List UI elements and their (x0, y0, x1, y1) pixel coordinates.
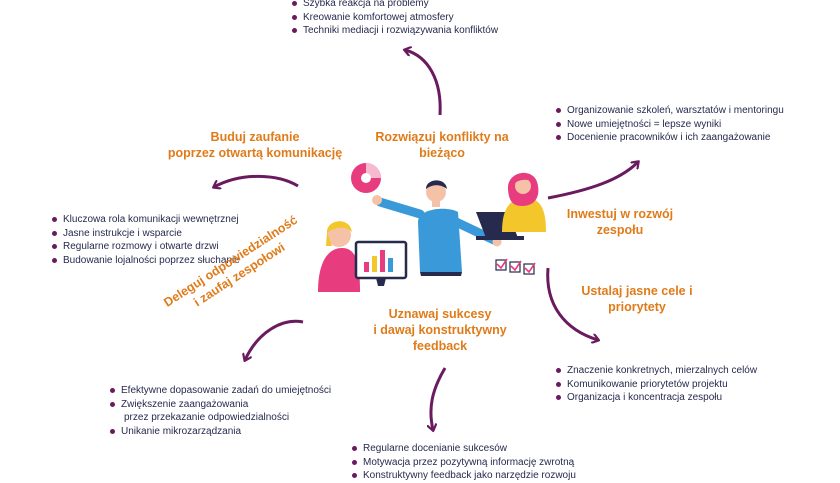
checkbox-icon (495, 258, 536, 275)
success-item: Regularne docenianie sukcesów (352, 442, 576, 456)
goals-item: Znaczenie konkretnych, mierzalnych celów (555, 365, 758, 376)
delegate-list: Efektywne dopasowanie zadań do umiejętno… (108, 384, 331, 438)
conflicts-item: Kreowanie komfortowej atmosfery (291, 11, 498, 25)
success-title-line: feedback (412, 339, 468, 353)
invest-item: Nowe umiejętności = lepsze wyniki (556, 118, 784, 132)
delegate-item: Zwiększenie zaangażowania przez przekaza… (109, 398, 331, 425)
goals-title: Ustalaj jasne cele i priorytety (562, 283, 712, 315)
arrow-to-delegate (245, 319, 304, 360)
delegate-item: Efektywne dopasowanie zadań do umiejętno… (109, 385, 332, 396)
goals-title-line: Ustalaj jasne cele i (581, 284, 693, 298)
invest-item: Organizowanie szkoleń, warsztatów i ment… (556, 105, 784, 116)
trust-item: Jasne instrukcje i wsparcie (52, 227, 240, 241)
invest-list: Organizowanie szkoleń, warsztatów i ment… (554, 104, 784, 145)
arrow-to-invest (547, 162, 638, 200)
trust-title-line: poprzez otwartą komunikację (167, 146, 343, 160)
conflicts-title-line: bieżąco (419, 146, 465, 160)
conflicts-item: Szybka reakcja na problemy (291, 0, 498, 11)
delegate-item-line: przez przekazanie odpowiedzialności (124, 412, 290, 423)
trust-item: Budowanie lojalności poprzez słuchanie (52, 254, 240, 266)
trust-item: Kluczowa rola komunikacji wewnętrznej (52, 214, 239, 225)
person-right (502, 172, 546, 232)
success-title-line: i dawaj konstruktywny (373, 323, 507, 337)
person-left (318, 221, 360, 292)
conflicts-title: Rozwiązuj konflikty na bieżąco (362, 129, 522, 161)
goals-item: Komunikowanie priorytetów projektu (555, 378, 757, 392)
arrow-to-conflicts (405, 50, 442, 116)
arrow-to-success (431, 367, 447, 430)
delegate-item: Unikanie mikrozarządzania (109, 425, 331, 439)
invest-item: Docenienie pracowników i ich zaangażowan… (556, 131, 784, 145)
arrow-to-trust (214, 174, 299, 187)
success-list: Regularne docenianie sukcesów Motywacja … (350, 442, 576, 483)
trust-item: Regularne rozmowy i otwarte drzwi (52, 240, 240, 254)
person-center (372, 180, 502, 276)
goals-title-line: priorytety (608, 300, 666, 314)
trust-title-line: Buduj zaufanie (210, 130, 300, 144)
goals-item: Organizacja i koncentracja zespołu (555, 391, 757, 405)
success-title: Uznawaj sukcesy i dawaj konstruktywny fe… (360, 306, 520, 354)
goals-list: Znaczenie konkretnych, mierzalnych celów… (554, 364, 757, 405)
trust-title: Buduj zaufanie poprzez otwartą komunikac… (150, 129, 360, 161)
conflicts-list: Szybka reakcja na problemy Kreowanie kom… (290, 0, 498, 38)
conflicts-title-line: Rozwiązuj konflikty na (375, 130, 509, 144)
invest-title-line: Inwestuj w rozwój (566, 207, 674, 221)
bar-chart-monitor-icon (354, 240, 408, 286)
delegate-item-line: Zwiększenie zaangażowania (121, 398, 249, 410)
success-item: Konstruktywny feedback jako narzędzie ro… (352, 470, 576, 481)
success-item: Motywacja przez pozytywną informację zwr… (352, 456, 575, 468)
invest-title-line: zespołu (596, 223, 644, 237)
invest-title: Inwestuj w rozwój zespołu (550, 206, 690, 238)
trust-list: Kluczowa rola komunikacji wewnętrznej Ja… (50, 213, 240, 267)
pie-chart-icon (351, 163, 381, 193)
conflicts-item: Techniki mediacji i rozwiązywania konfli… (291, 25, 499, 36)
arrow-to-goals (546, 267, 598, 340)
success-title-line: Uznawaj sukcesy (388, 307, 492, 321)
